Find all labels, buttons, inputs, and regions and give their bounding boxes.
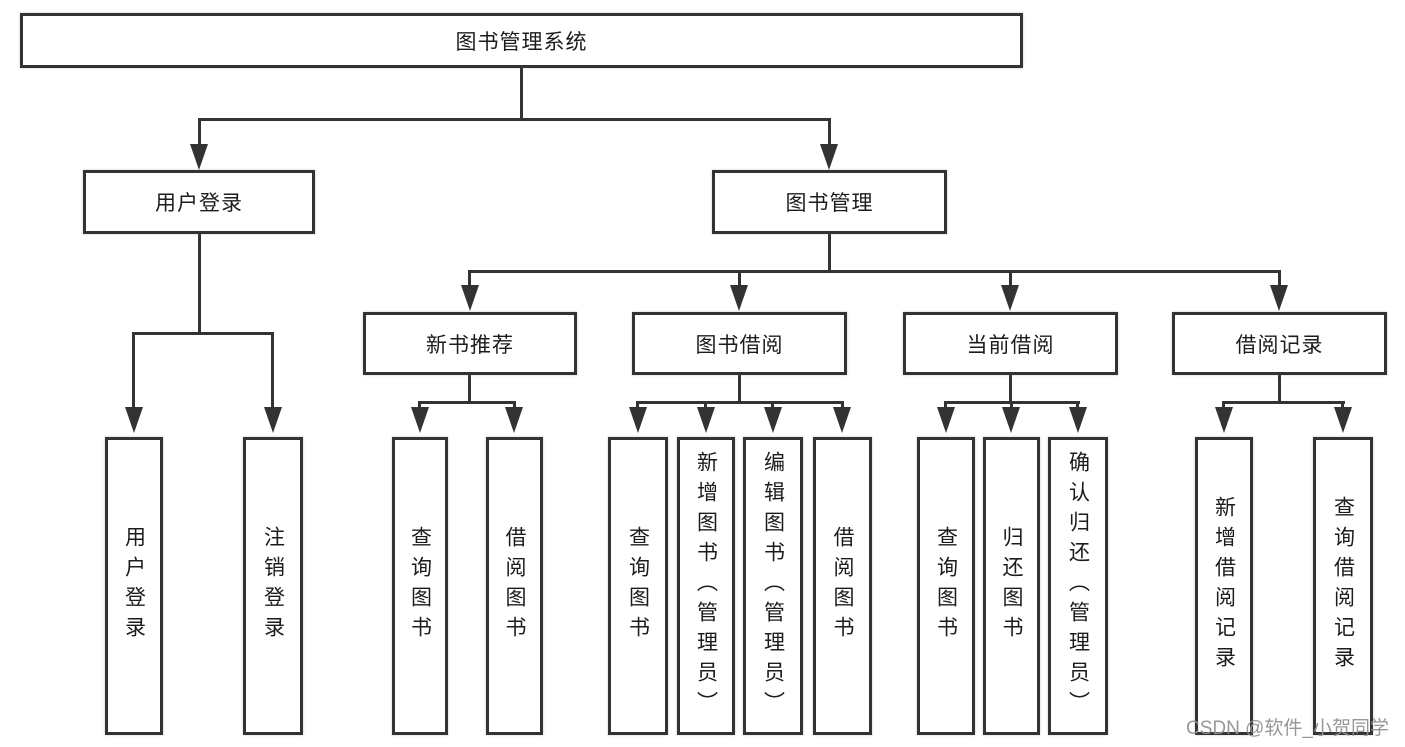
node-book-borrow-label: 图书借阅 [695, 333, 784, 357]
arrow-down-icon [1069, 407, 1087, 433]
connector-new-book-stem [468, 375, 471, 403]
leaf-add-borrow-record: 新增借阅记录 [1195, 437, 1253, 735]
arrow-down-icon [820, 144, 838, 170]
arrow-down-icon [833, 407, 851, 433]
connector-user-login-rail [132, 332, 274, 335]
connector-root-rail [198, 118, 831, 121]
leaf-query-borrow-record: 查询借阅记录 [1313, 437, 1373, 735]
connector-book-borrow-stem [738, 375, 741, 403]
node-current-borrow-label: 当前借阅 [966, 333, 1055, 357]
node-library-system: 图书管理系统 [20, 13, 1023, 68]
node-book-borrow: 图书借阅 [632, 312, 847, 375]
leaf-newbook-borrow-book-label: 借阅图书 [503, 526, 526, 646]
leaf-newbook-borrow-book: 借阅图书 [486, 437, 543, 735]
arrow-down-icon [730, 285, 748, 311]
connector-new-book-shaft-2 [513, 401, 516, 410]
arrow-down-icon [764, 407, 782, 433]
connector-new-book-shaft-1 [418, 401, 421, 410]
arrow-down-icon [190, 144, 208, 170]
connector-new-book-rail [418, 401, 516, 404]
csdn-watermark: CSDN @软件_小贺同学 [1186, 718, 1389, 739]
arrow-down-icon [937, 407, 955, 433]
connector-current-borrow-stem [1009, 375, 1012, 403]
connector-book-mgmt-stem [828, 234, 831, 272]
connector-book-borrow-shaft-2 [704, 401, 707, 410]
leaf-current-query-book-label: 查询图书 [934, 526, 958, 646]
node-borrow-record-label: 借阅记录 [1235, 333, 1324, 357]
arrow-down-icon [1270, 285, 1288, 311]
leaf-query-borrow-record-label: 查询借阅记录 [1331, 496, 1355, 676]
leaf-return-book: 归还图书 [983, 437, 1040, 735]
arrow-down-icon [697, 407, 715, 433]
leaf-current-query-book: 查询图书 [917, 437, 975, 735]
connector-book-mgmt-shaft-3 [1009, 270, 1012, 287]
leaf-add-borrow-record-label: 新增借阅记录 [1212, 496, 1236, 676]
connector-root-left-shaft [198, 118, 201, 146]
leaf-edit-book-admin-label: 编辑图书（管理员） [761, 451, 785, 721]
arrow-down-icon [264, 407, 282, 433]
connector-user-login-stem [198, 234, 201, 334]
node-library-system-label: 图书管理系统 [455, 30, 588, 54]
leaf-logout-label: 注销登录 [261, 526, 285, 646]
node-current-borrow: 当前借阅 [903, 312, 1118, 375]
connector-root-stem [520, 68, 523, 118]
arrow-down-icon [629, 407, 647, 433]
node-user-login: 用户登录 [83, 170, 315, 234]
leaf-borrow-book-label: 借阅图书 [831, 526, 854, 646]
connector-book-mgmt-shaft-4 [1278, 270, 1281, 287]
connector-book-borrow-rail [636, 401, 844, 404]
connector-book-mgmt-rail [468, 270, 1281, 273]
connector-current-borrow-shaft-2 [1010, 401, 1013, 410]
arrow-down-icon [461, 285, 479, 311]
leaf-borrow-query-book: 查询图书 [608, 437, 668, 735]
leaf-add-book-admin: 新增图书（管理员） [677, 437, 735, 735]
leaf-edit-book-admin: 编辑图书（管理员） [743, 437, 803, 735]
node-new-book-recommend-label: 新书推荐 [426, 333, 514, 357]
arrow-down-icon [411, 407, 429, 433]
connector-user-login-shaft-2 [271, 332, 274, 408]
leaf-user-login: 用户登录 [105, 437, 163, 735]
leaf-return-book-label: 归还图书 [1000, 526, 1023, 646]
leaf-confirm-return-admin: 确认归还（管理员） [1048, 437, 1108, 735]
connector-user-login-shaft-1 [132, 332, 135, 408]
leaf-newbook-query-book: 查询图书 [392, 437, 448, 735]
connector-book-borrow-shaft-4 [841, 401, 844, 410]
leaf-user-login-label: 用户登录 [122, 526, 146, 646]
connector-book-mgmt-shaft-2 [738, 270, 741, 287]
leaf-logout: 注销登录 [243, 437, 303, 735]
arrow-down-icon [125, 407, 143, 433]
node-user-login-label: 用户登录 [155, 192, 243, 215]
arrow-down-icon [1002, 407, 1020, 433]
connector-book-borrow-shaft-3 [771, 401, 774, 410]
node-book-management: 图书管理 [712, 170, 947, 234]
connector-current-borrow-shaft-1 [944, 401, 947, 410]
leaf-add-book-admin-label: 新增图书（管理员） [694, 451, 718, 721]
leaf-confirm-return-admin-label: 确认归还（管理员） [1066, 451, 1090, 721]
connector-book-borrow-shaft-1 [636, 401, 639, 410]
arrow-down-icon [1001, 285, 1019, 311]
arrow-down-icon [1215, 407, 1233, 433]
connector-borrow-record-shaft-1 [1222, 401, 1225, 410]
connector-borrow-record-rail [1222, 401, 1345, 404]
connector-root-right-shaft [828, 118, 831, 146]
node-borrow-record: 借阅记录 [1172, 312, 1387, 375]
leaf-borrow-book: 借阅图书 [813, 437, 872, 735]
node-new-book-recommend: 新书推荐 [363, 312, 577, 375]
leaf-borrow-query-book-label: 查询图书 [626, 526, 650, 646]
leaf-newbook-query-book-label: 查询图书 [408, 526, 432, 646]
connector-borrow-record-stem [1278, 375, 1281, 403]
arrow-down-icon [505, 407, 523, 433]
arrow-down-icon [1334, 407, 1352, 433]
connector-book-mgmt-shaft-1 [468, 270, 471, 287]
node-book-management-label: 图书管理 [785, 192, 874, 215]
connector-current-borrow-shaft-3 [1076, 401, 1079, 410]
connector-borrow-record-shaft-2 [1341, 401, 1344, 410]
